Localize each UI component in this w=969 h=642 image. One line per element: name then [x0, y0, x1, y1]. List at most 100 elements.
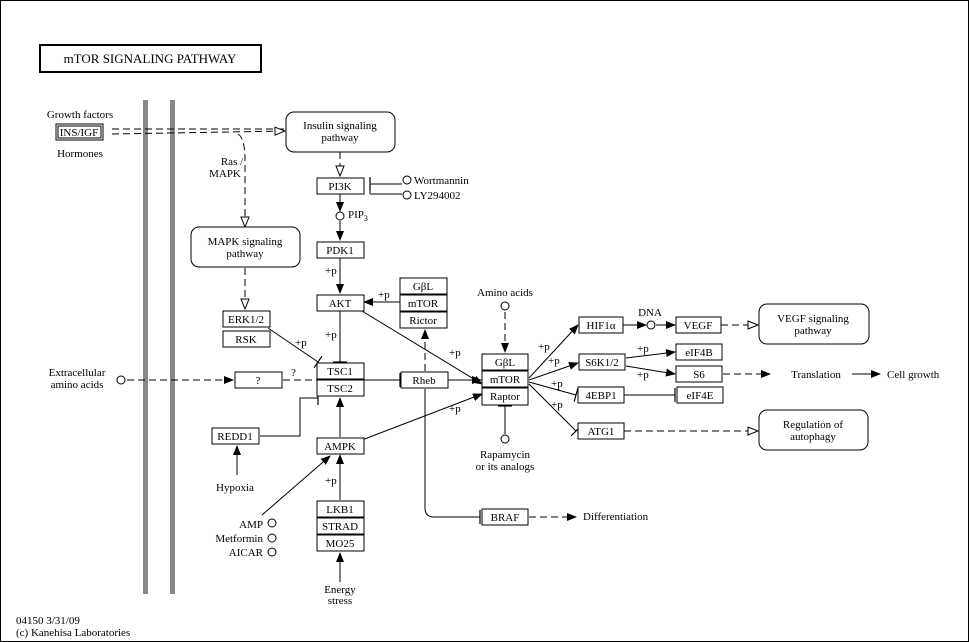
pathway-mapk-signaling[interactable]: MAPK signaling pathway: [190, 226, 301, 268]
node-s6[interactable]: S6: [675, 365, 723, 383]
node-hif1a[interactable]: HIF1α: [578, 316, 624, 334]
svg-text:?: ?: [256, 375, 261, 387]
label-plus-p-ampk-raptor: +p: [449, 403, 461, 415]
edge-ampk-raptor: [361, 393, 483, 441]
compound-ly-circle: [402, 190, 412, 200]
edge-ras-mapk: [237, 133, 245, 227]
svg-text:pathway: pathway: [794, 325, 832, 337]
edge-erk-tsc: [267, 327, 323, 369]
label-plus-p-mtorc2: +p: [378, 289, 390, 301]
node-lkb1-complex[interactable]: LKB1 STRAD MO25: [316, 500, 365, 552]
edge-mtor-atg1: [528, 383, 582, 437]
node-rheb[interactable]: Rheb: [400, 371, 449, 389]
svg-text:Raptor: Raptor: [490, 391, 520, 403]
svg-text:mTOR: mTOR: [408, 298, 439, 310]
svg-text:BRAF: BRAF: [491, 512, 520, 524]
label-plus-p-rsk: +p: [295, 337, 307, 349]
node-atg1[interactable]: ATG1: [577, 422, 625, 440]
label-energy-1: Energy: [324, 584, 356, 596]
label-growth-factors: Growth factors: [47, 109, 113, 121]
label-extracellular-2: amino acids: [51, 379, 104, 391]
edge-s6k-eif4b: [625, 349, 676, 359]
label-plus-p-s6: +p: [637, 369, 649, 381]
edge-redd1-tsc: [260, 391, 319, 437]
label-amino-acids: Amino acids: [477, 287, 533, 299]
node-rsk[interactable]: RSK: [222, 330, 271, 348]
node-eif4e[interactable]: eIF4E: [676, 386, 724, 404]
edge-s6k-s6: [625, 365, 676, 377]
svg-text:autophagy: autophagy: [790, 431, 836, 443]
svg-text:VEGF signaling: VEGF signaling: [777, 313, 849, 325]
svg-text:S6K1/2: S6K1/2: [585, 357, 619, 369]
label-extracellular-1: Extracellular: [49, 367, 106, 379]
edge-amp-ampk: [261, 455, 331, 516]
diagram-title: mTOR SIGNALING PATHWAY: [39, 44, 262, 73]
pathway-insulin-signaling[interactable]: Insulin signaling pathway: [285, 111, 396, 153]
node-pi3k[interactable]: PI3K: [316, 177, 365, 195]
compound-metformin-circle: [267, 533, 277, 543]
label-plus-p-pdk1: +p: [325, 265, 337, 277]
label-cell-growth: Cell growth: [887, 369, 940, 381]
svg-text:S6: S6: [693, 369, 705, 381]
label-plus-p-4ebp: +p: [551, 378, 563, 390]
node-ampk[interactable]: AMPK: [316, 437, 365, 455]
label-hypoxia: Hypoxia: [216, 482, 254, 494]
svg-text:Insulin signaling: Insulin signaling: [303, 120, 377, 132]
svg-text:REDD1: REDD1: [217, 431, 252, 443]
svg-text:eIF4B: eIF4B: [685, 347, 713, 359]
edge-rheb-braf: [424, 389, 481, 524]
node-mtorc2[interactable]: GβL mTOR Rictor: [399, 277, 448, 329]
label-metformin: Metformin: [215, 533, 263, 545]
node-vegf[interactable]: VEGF: [675, 316, 722, 334]
compound-extracellular-circle: [116, 375, 126, 385]
node-4ebp1[interactable]: 4EBP1: [577, 386, 625, 404]
node-erk[interactable]: ERK1/2: [222, 310, 271, 328]
compound-pip3-circle: [335, 211, 345, 221]
label-plus-p-hif: +p: [538, 341, 550, 353]
pathway-vegf-signaling[interactable]: VEGF signaling pathway: [758, 303, 870, 345]
node-tsc[interactable]: TSC1 TSC2: [316, 362, 365, 397]
label-plus-p-akt: +p: [325, 329, 337, 341]
pathway-regulation-of-autophagy[interactable]: Regulation of autophagy: [758, 409, 869, 451]
svg-text:GβL: GβL: [495, 357, 516, 369]
label-energy-2: stress: [328, 595, 352, 607]
svg-text:RSK: RSK: [235, 334, 256, 346]
node-pdk1[interactable]: PDK1: [316, 241, 365, 259]
svg-text:TSC1: TSC1: [327, 366, 353, 378]
svg-text:Regulation of: Regulation of: [783, 419, 844, 431]
footer-id: 04150 3/31/09: [16, 615, 80, 627]
node-braf[interactable]: BRAF: [481, 508, 529, 526]
node-eif4b[interactable]: eIF4B: [675, 343, 723, 361]
svg-text:AKT: AKT: [329, 298, 352, 310]
svg-text:ERK1/2: ERK1/2: [228, 314, 264, 326]
svg-text:PI3K: PI3K: [328, 181, 351, 193]
svg-text:eIF4E: eIF4E: [687, 390, 714, 402]
label-mapk-short: MAPK: [209, 168, 241, 180]
label-plus-p-eif4b: +p: [637, 343, 649, 355]
svg-text:4EBP1: 4EBP1: [585, 390, 616, 402]
node-unknown[interactable]: ?: [234, 371, 283, 389]
edge-mtor-4ebp: [528, 381, 579, 402]
label-rapamycin-2: or its analogs: [476, 461, 535, 473]
node-ins-igf[interactable]: INS/IGF: [55, 123, 104, 141]
edge-ins-insulin-b: [111, 131, 285, 134]
svg-text:ATG1: ATG1: [588, 426, 615, 438]
node-redd1[interactable]: REDD1: [211, 427, 260, 445]
svg-text:Rictor: Rictor: [409, 315, 437, 327]
label-q: ?: [291, 367, 296, 379]
svg-text:HIF1α: HIF1α: [587, 320, 616, 332]
label-plus-p-lkb1: +p: [325, 475, 337, 487]
svg-text:pathway: pathway: [321, 132, 359, 144]
compound-wortmannin-circle: [402, 175, 412, 185]
node-mtorc1[interactable]: GβL mTOR Raptor: [481, 353, 529, 406]
edge-akt-mtorc1: [361, 310, 483, 385]
node-akt[interactable]: AKT: [316, 294, 365, 312]
label-plus-p-atg1: +p: [551, 399, 563, 411]
label-plus-p-s6k: +p: [548, 355, 560, 367]
svg-text:AMPK: AMPK: [324, 441, 356, 453]
node-s6k[interactable]: S6K1/2: [578, 353, 626, 371]
footer-copyright: (c) Kanehisa Laboratories: [16, 627, 130, 639]
title-text: mTOR SIGNALING PATHWAY: [64, 51, 237, 66]
svg-text:LKB1: LKB1: [326, 504, 354, 516]
